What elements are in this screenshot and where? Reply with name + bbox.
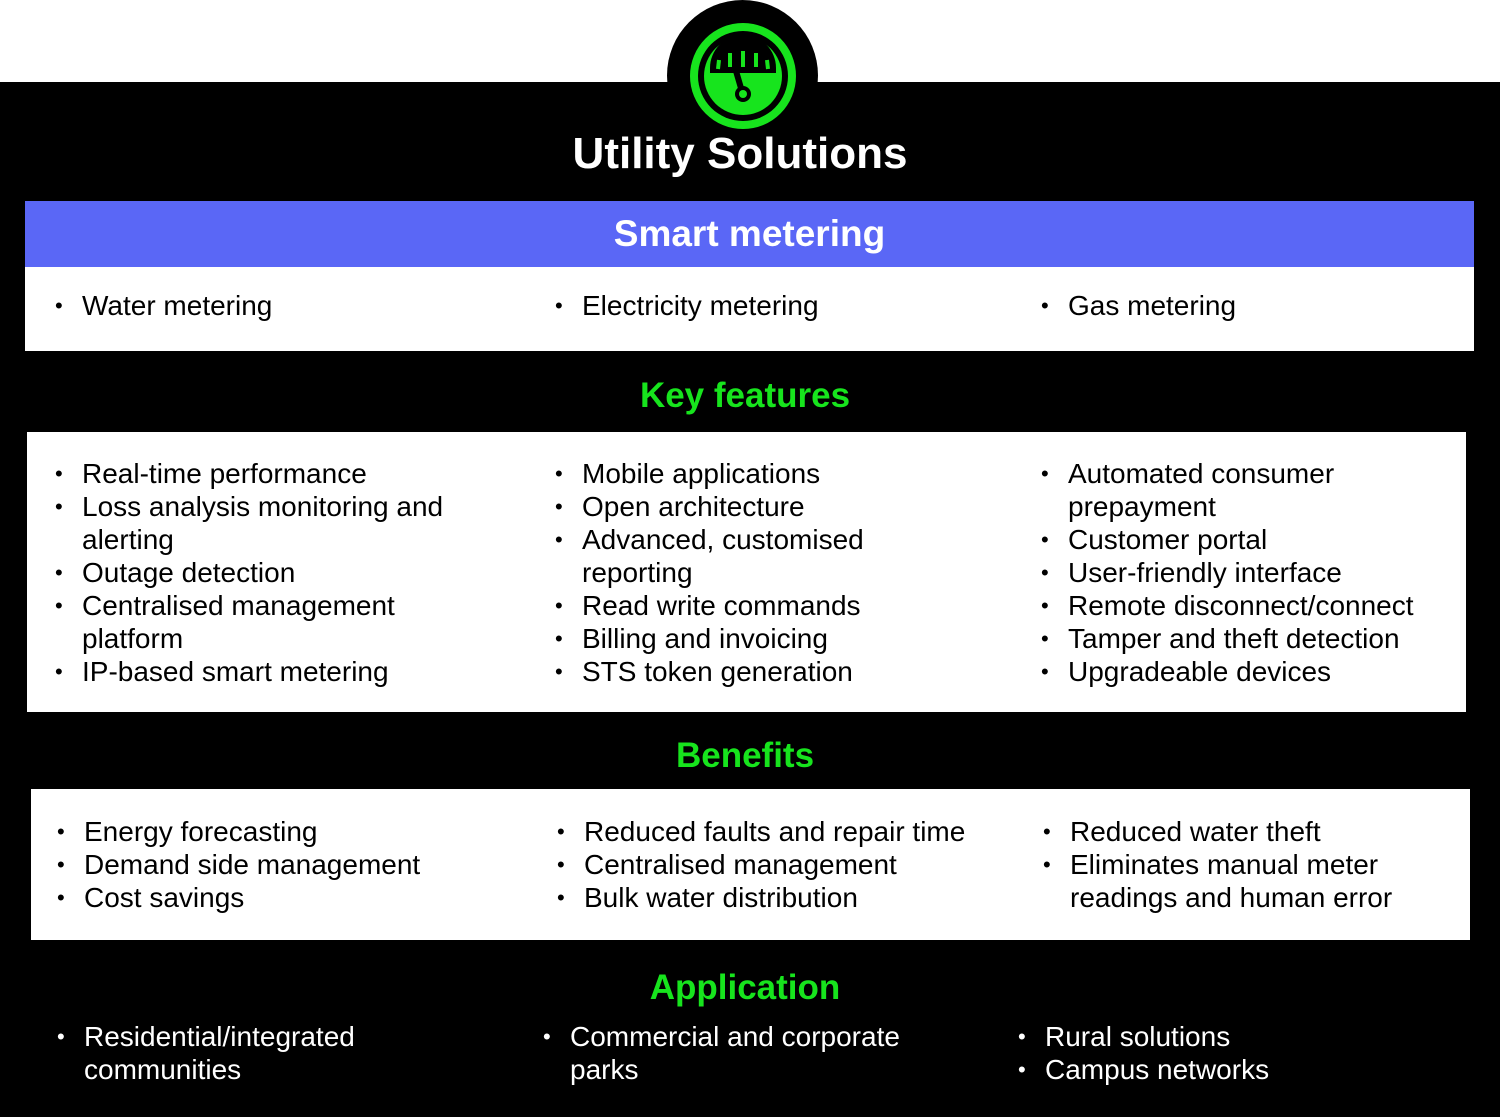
list-item: Open architecture [555,490,900,523]
list-item: Gas metering [1041,289,1461,322]
smart-metering-column-3: Gas metering [1041,289,1461,322]
list-item: Cost savings [57,881,497,914]
list-item: Energy forecasting [57,815,497,848]
list-item: Residential/integrated communities [57,1020,397,1086]
list-item: Mobile applications [555,457,900,490]
list-item: Eliminates manual meter readings and hum… [1043,848,1423,914]
key-features-heading: Key features [639,376,851,415]
page-title: Utility Solutions [572,129,908,178]
benefits-column-2: Reduced faults and repair time Centralis… [557,815,1007,914]
list-item: Advanced, customised reporting [555,523,900,589]
list-item: Loss analysis monitoring and alerting [55,490,475,556]
list-item: Real-time performance [55,457,475,490]
list-item: Automated consumer prepayment [1041,457,1451,523]
application-column-3: Rural solutions Campus networks [1018,1020,1418,1086]
list-item: IP-based smart metering [55,655,475,688]
list-item: Electricity metering [555,289,1015,322]
list-item: Bulk water distribution [557,881,1007,914]
list-item: Demand side management [57,848,497,881]
list-item: Reduced water theft [1043,815,1423,848]
benefits-heading: Benefits [675,736,815,775]
list-item: Reduced faults and repair time [557,815,1007,848]
list-item: STS token generation [555,655,900,688]
application-column-1: Residential/integrated communities [57,1020,397,1086]
list-item: Centralised management platform [55,589,475,655]
list-item: Tamper and theft detection [1041,622,1451,655]
benefits-column-3: Reduced water theft Eliminates manual me… [1043,815,1423,914]
smart-metering-column-2: Electricity metering [555,289,1015,322]
benefits-column-1: Energy forecasting Demand side managemen… [57,815,497,914]
list-item: Customer portal [1041,523,1451,556]
application-heading: Application [649,968,841,1007]
list-item: Centralised management [557,848,1007,881]
list-item: Billing and invoicing [555,622,900,655]
application-column-2: Commercial and corporate parks [543,1020,943,1086]
key-features-column-1: Real-time performance Loss analysis moni… [55,457,475,688]
key-features-column-3: Automated consumer prepayment Customer p… [1041,457,1451,688]
smart-metering-card: Smart metering [25,201,1474,351]
meter-gauge-icon [690,23,796,129]
smart-metering-header: Smart metering [25,201,1474,267]
list-item: Campus networks [1018,1053,1418,1086]
smart-metering-column-1: Water metering [55,289,515,322]
list-item: Remote disconnect/connect [1041,589,1451,622]
list-item: Outage detection [55,556,475,589]
list-item: User-friendly interface [1041,556,1451,589]
list-item: Rural solutions [1018,1020,1418,1053]
list-item: Water metering [55,289,515,322]
list-item: Read write commands [555,589,900,622]
list-item: Commercial and corporate parks [543,1020,943,1086]
key-features-column-2: Mobile applications Open architecture Ad… [555,457,900,688]
list-item: Upgradeable devices [1041,655,1451,688]
